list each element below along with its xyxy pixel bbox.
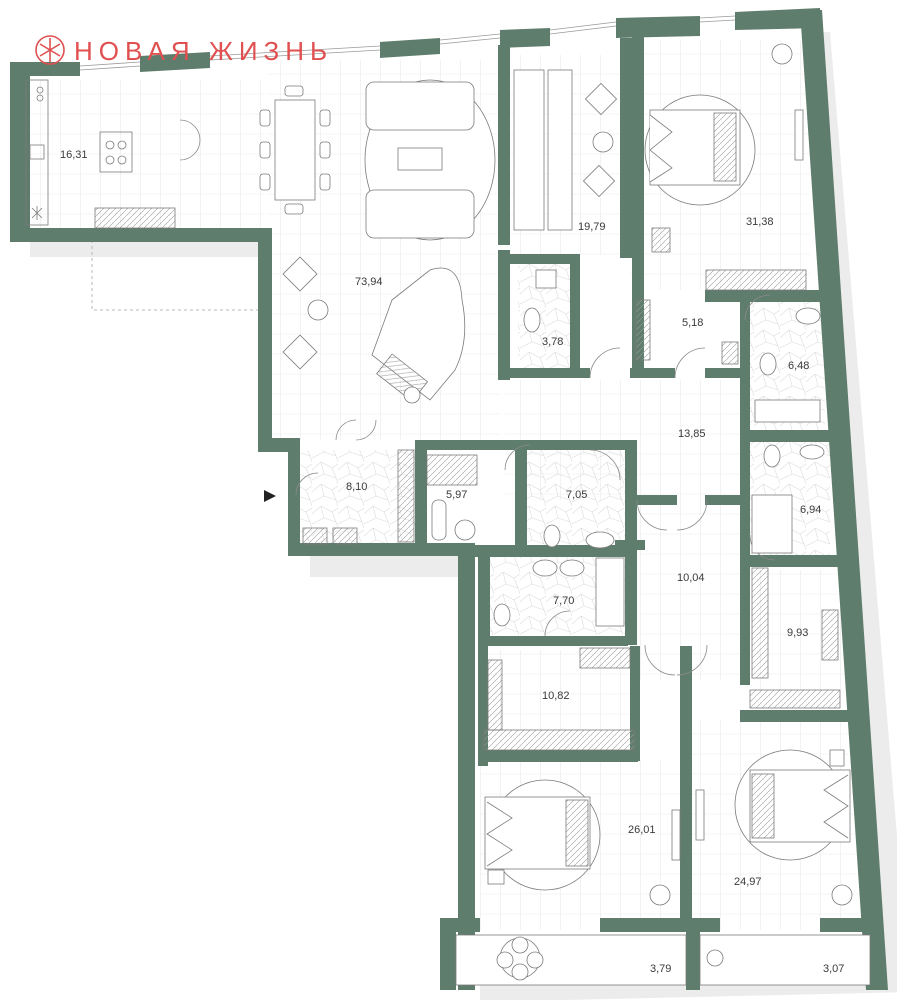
- area-living: 73,94: [355, 276, 383, 288]
- brand-logo: НОВАЯ ЖИЗНЬ: [35, 35, 333, 66]
- balconies: [455, 934, 871, 986]
- area-bath-right: 6,94: [800, 504, 821, 516]
- area-corridor: 10,04: [677, 572, 705, 584]
- area-bath-top: 6,48: [788, 360, 809, 372]
- area-wc-small: 3,78: [542, 336, 563, 348]
- interior-walls: [415, 30, 855, 926]
- area-bedroom-right: 24,97: [734, 876, 762, 888]
- living-sofas: [364, 79, 496, 241]
- master-bed: [644, 43, 807, 291]
- kitchen-fixtures: [25, 79, 176, 229]
- study-furniture: [513, 69, 618, 231]
- area-kitchen: 16,31: [60, 149, 88, 161]
- area-study: 19,79: [578, 221, 606, 233]
- brand-name: НОВАЯ ЖИЗНЬ: [74, 36, 333, 66]
- area-bath-lower: 7,70: [553, 595, 574, 607]
- vestibule-fixtures: [302, 449, 415, 545]
- dining-table: [259, 85, 331, 215]
- area-closet-top: 5,18: [682, 317, 703, 329]
- snowflake-circle-icon: [35, 35, 65, 65]
- living-armchairs: [282, 256, 329, 370]
- piano: [371, 267, 466, 404]
- exterior-walls: [10, 8, 888, 990]
- bedroom-left-furniture: [484, 779, 681, 906]
- wardrobes: [483, 299, 841, 751]
- area-dressing-lower: 10,82: [542, 690, 570, 702]
- sanitary-fixtures: [426, 269, 825, 627]
- area-laundry: 5,97: [446, 489, 467, 501]
- area-balcony-right: 3,07: [823, 963, 844, 975]
- windows: [79, 15, 736, 71]
- area-bath-mid: 7,05: [566, 489, 587, 501]
- area-hall: 13,85: [678, 428, 706, 440]
- bedroom-right-furniture: [695, 749, 853, 906]
- doors: [179, 119, 776, 676]
- entrance-arrow-icon: [264, 490, 276, 502]
- area-dressing-right: 9,93: [787, 627, 808, 639]
- area-master-bedroom: 31,38: [746, 216, 774, 228]
- area-vestibule: 8,10: [346, 481, 367, 493]
- area-bedroom-left: 26,01: [628, 824, 656, 836]
- area-balcony-left: 3,79: [650, 963, 671, 975]
- area-labels: 16,31 73,94 19,79 31,38 3,78 5,18 6,48 1…: [60, 149, 844, 975]
